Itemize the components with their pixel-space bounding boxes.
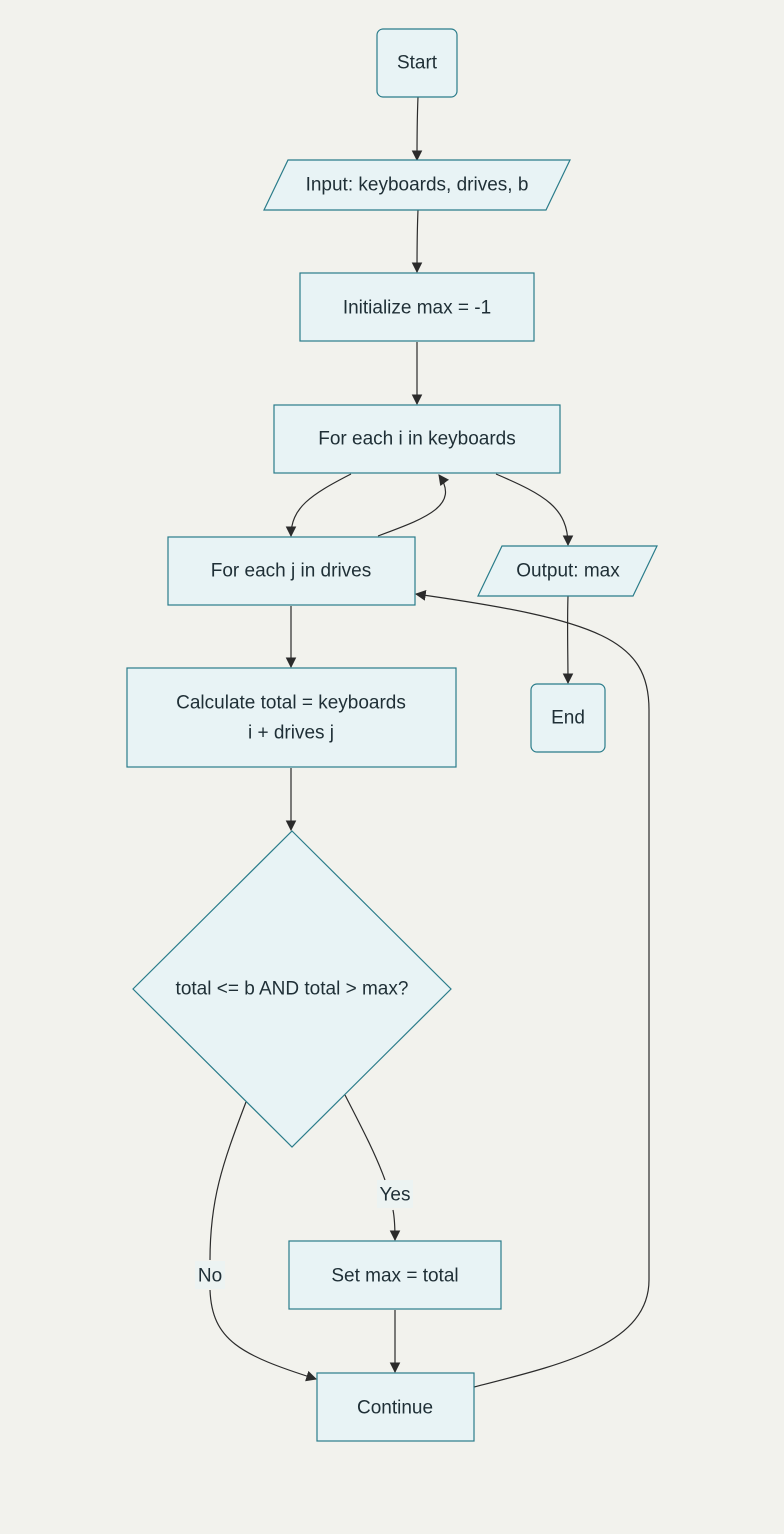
edge-loop-i-to-output [495,473,574,547]
end-node: End [530,683,606,753]
input-label: Input: keyboards, drives, b [306,175,529,196]
edge-loop-j-back-to-loop-i [377,474,450,537]
edge-decision-no-to-continue [209,1101,316,1379]
decision-node: total <= b AND total > max? [132,830,452,1148]
calculate-label-line1: Calculate total = keyboards [176,693,406,714]
set-max-label: Set max = total [331,1266,458,1287]
yes-label: Yes [380,1185,411,1206]
output-label: Output: max [516,561,620,582]
loop-keyboards-label: For each i in keyboards [318,429,516,450]
start-label: Start [397,53,438,74]
input-node: Input: keyboards, drives, b [263,159,571,211]
loop-keyboards-node: For each i in keyboards [273,404,561,474]
loop-drives-label: For each j in drives [211,561,372,582]
loop-drives-node: For each j in drives [167,536,416,606]
decision-label: total <= b AND total > max? [176,979,409,1000]
edge-input-to-init [411,209,423,274]
edge-start-to-input [411,96,423,162]
continue-label: Continue [357,1398,433,1419]
edge-continue-back-to-loop-j [414,590,650,1388]
calculate-node: Calculate total = keyboards i + drives j [126,667,457,768]
edge-label-no: No [195,1261,225,1289]
calculate-label-line2: i + drives j [248,723,334,744]
end-label: End [551,708,585,729]
initialize-label: Initialize max = -1 [343,298,491,319]
initialize-node: Initialize max = -1 [299,272,535,342]
edge-loop-i-to-loop-j [285,473,352,538]
output-node: Output: max [477,545,658,597]
set-max-node: Set max = total [288,1240,502,1310]
continue-node: Continue [316,1372,475,1442]
start-node: Start [376,28,458,98]
no-label: No [198,1266,222,1287]
edge-label-yes: Yes [377,1180,413,1208]
edge-decision-yes-to-set-max [344,1094,395,1240]
